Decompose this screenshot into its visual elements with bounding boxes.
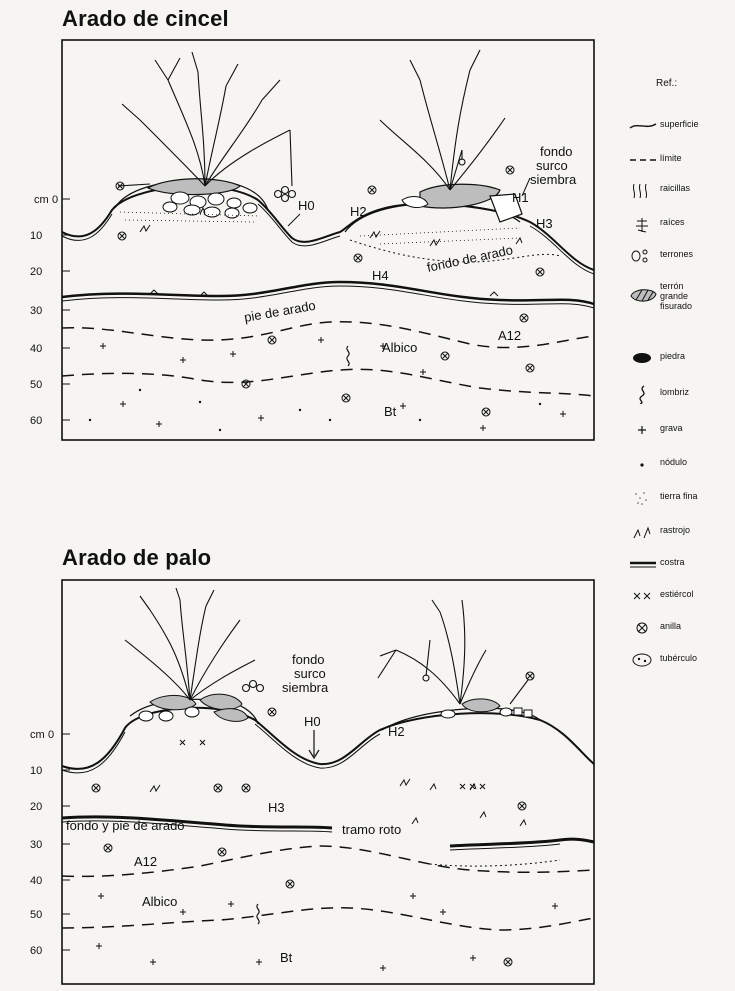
label-siembra: siembra [282,680,329,695]
legend-title: Ref.: [656,78,677,89]
legend-item-nodulo: nódulo [628,454,734,474]
rastrojo-symbols [150,779,526,826]
legend-item-limite: límite [628,150,734,170]
legend-item-tuberculo: tubérculo [628,650,734,670]
tuberculo-icon [628,650,658,670]
grava-icon [628,420,658,440]
terrones-icon [628,246,658,266]
legend-item-raices: raíces [628,214,734,234]
tierra-fina-icon [628,488,658,508]
legend-item-terrones: terrones [628,246,734,266]
limite-albico-bt [62,908,594,930]
label-bt: Bt [280,950,293,965]
legend-item-anilla: anilla [628,618,734,638]
depth-tick-10: 10 [30,765,42,777]
piedra-icon [628,348,658,368]
depth-unit-label: cm [30,729,45,741]
legend-item-lombriz: lombriz [628,384,734,404]
label-surco: surco [294,666,326,681]
superficie-line-icon [628,116,658,136]
depth-tick-60: 60 [30,945,42,957]
legend-item-rastrojo: rastrojo [628,522,734,542]
rastrojo-icon [628,522,658,542]
plant-left [125,588,264,700]
pie-de-arado-broken [450,839,594,846]
label-h3: H3 [268,800,285,815]
legend-item-piedra: piedra [628,348,734,368]
depth-tick-20: 20 [30,801,42,813]
legend-item-superficie: superficie [628,116,734,136]
depth-tick-30: 30 [30,839,42,851]
ridge-mound-left [130,694,258,724]
estiercol-symbols [180,740,485,789]
label-fondo-y-pie-de-arado: fondo y pie de arado [66,818,185,833]
depth-axis: cm 0 10 20 30 40 50 60 [30,729,70,957]
depth-tick-0: 0 [48,729,54,741]
legend-item-tierra-fina: tierra fina [628,488,734,508]
label-albico: Albico [142,894,177,909]
legend-item-costra: costra [628,554,734,574]
anilla-symbols [92,708,526,966]
label-a12: A12 [134,854,157,869]
nodulo-icon [628,454,658,474]
estiercol-icon [628,586,658,606]
lombriz-symbol [257,904,259,924]
legend-item-estiercol: estiércol [628,586,734,606]
raices-icon [628,214,658,234]
legend-item-grava: grava [628,420,734,440]
terron-grande-icon [628,286,658,306]
panel-frame [62,580,594,984]
legend-item-raicillas: raicillas [628,180,734,200]
label-fondo: fondo [292,652,325,667]
label-tramo-roto: tramo roto [342,822,401,837]
anilla-icon [628,618,658,638]
lombriz-icon [628,384,658,404]
depth-tick-40: 40 [30,875,42,887]
costra-icon [628,554,658,574]
plant-right [378,600,534,704]
label-h0: H0 [304,714,321,729]
raicillas-icon [628,180,658,200]
depth-tick-50: 50 [30,909,42,921]
label-h2: H2 [388,724,405,739]
legend-item-terron-grande: terrón grande fisurado [628,278,734,314]
limite-dash-icon [628,150,658,170]
